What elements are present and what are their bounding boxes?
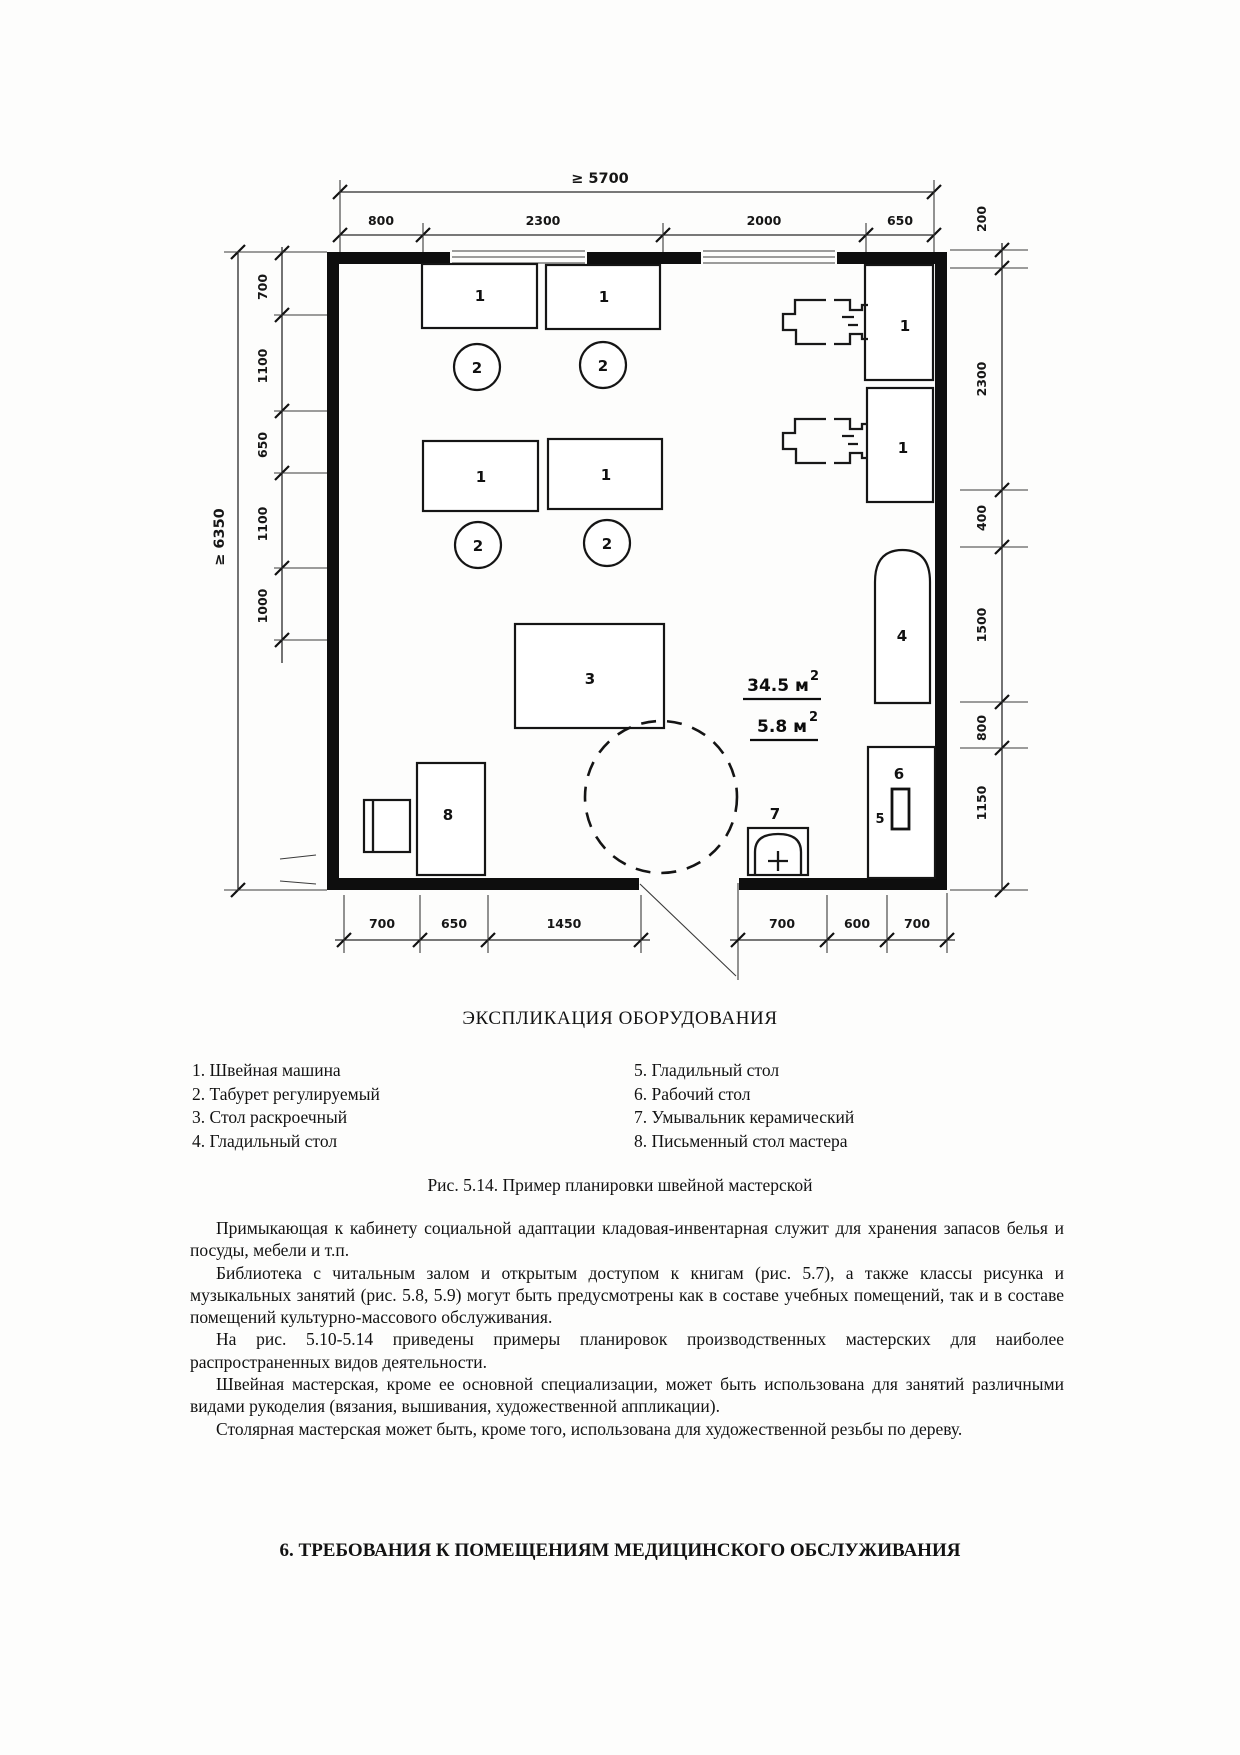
area-main: 34.5 м — [747, 676, 809, 696]
label-5: 5 — [875, 812, 884, 827]
label-1e: 1 — [900, 317, 910, 335]
dim-label-700-br1: 700 — [769, 916, 795, 931]
label-8: 8 — [443, 806, 453, 824]
paragraph: Библиотека с читальным залом и открытым … — [190, 1262, 1064, 1328]
dim-label-200: 200 — [974, 206, 989, 232]
machine-symbol-1 — [781, 298, 868, 346]
area-secondary-sup: 2 — [809, 710, 818, 725]
sewing-table-6 — [865, 386, 935, 504]
door-opening — [639, 869, 739, 896]
door — [639, 883, 739, 980]
area-secondary: 5.8 м — [757, 717, 807, 737]
dim-label-2000: 2000 — [747, 213, 782, 228]
dim-label-700-left: 700 — [255, 274, 270, 300]
dim-label-650-top: 650 — [887, 213, 913, 228]
equipment: 1 1 2 2 1 1 2 2 1 1 — [362, 262, 937, 880]
dim-label-600-br: 600 — [844, 916, 870, 931]
work-table — [866, 745, 937, 880]
dim-label-left-overall: ≥ 6350 — [212, 508, 228, 566]
dim-label-650-left: 650 — [255, 432, 270, 458]
legend-item: 2. Табурет регулируемый — [192, 1083, 380, 1104]
body-text: Примыкающая к кабинету социальной адапта… — [190, 1217, 1064, 1440]
legend-column-left: 1. Швейная машина 2. Табурет регулируемы… — [192, 1059, 634, 1153]
figure-caption: Рис. 5.14. Пример планировки швейной мас… — [427, 1175, 813, 1195]
ironing-table — [873, 548, 932, 705]
dim-label-700-br2: 700 — [904, 916, 930, 931]
label-6: 6 — [894, 765, 904, 783]
dim-label-1100b: 1100 — [255, 506, 270, 541]
paragraph: Швейная мастерская, кроме ее основной сп… — [190, 1374, 1064, 1417]
dimension-right: 200 2300 400 1500 800 1150 — [950, 206, 1028, 898]
dim-label-650-bl: 650 — [441, 916, 467, 931]
floor-plan-figure: ≥ 5700 800 2300 2000 650 ≥ 6350 700 1100… — [180, 135, 1060, 1000]
paragraph: Примыкающая к кабинету социальной адапта… — [190, 1218, 1064, 1261]
label-2d: 2 — [602, 535, 612, 553]
legend-item: 1. Швейная машина — [192, 1060, 341, 1080]
stool-1 — [452, 342, 502, 392]
legend-column-right: 5. Гладильный стол 6. Рабочий стол 7. Ум… — [634, 1059, 1064, 1153]
paragraph: На рис. 5.10-5.14 приведены примеры план… — [190, 1329, 1064, 1372]
sewing-table-4 — [546, 437, 664, 511]
stool-2 — [578, 340, 628, 390]
dim-label-1000: 1000 — [255, 588, 270, 623]
ironing-board — [890, 787, 911, 831]
label-3: 3 — [585, 670, 595, 688]
legend-item: 6. Рабочий стол — [634, 1083, 751, 1104]
stool-4 — [582, 518, 632, 568]
label-7: 7 — [770, 805, 780, 823]
dim-label-2300-right: 2300 — [974, 361, 989, 396]
dim-label-1500: 1500 — [974, 607, 989, 642]
label-1f: 1 — [898, 439, 908, 457]
dimension-left: ≥ 6350 700 1100 650 1100 1000 — [212, 244, 327, 898]
legend-item: 4. Гладильный стол — [192, 1130, 338, 1151]
equipment-legend: 1. Швейная машина 2. Табурет регулируемы… — [192, 1059, 1064, 1153]
dim-label-700-bl: 700 — [369, 916, 395, 931]
legend-item: 7. Умывальник керамический — [634, 1107, 855, 1127]
label-1b: 1 — [599, 288, 609, 306]
paragraph: Столярная мастерская может быть, кроме т… — [216, 1418, 963, 1439]
master-chair — [362, 798, 412, 854]
label-2b: 2 — [598, 357, 608, 375]
master-desk — [415, 761, 487, 877]
machine-symbol-2 — [781, 417, 868, 465]
legend-item: 5. Гладильный стол — [634, 1060, 780, 1080]
stool-3 — [453, 520, 503, 570]
dim-label-800-right: 800 — [974, 715, 989, 741]
label-1a: 1 — [475, 287, 485, 305]
label-2c: 2 — [473, 537, 483, 555]
area-main-sup: 2 — [810, 669, 819, 684]
window-top-right — [701, 246, 837, 269]
washbasin — [746, 826, 810, 877]
legend-item: 8. Письменный стол мастера — [634, 1130, 848, 1151]
dim-label-800: 800 — [368, 213, 394, 228]
dim-label-1450: 1450 — [547, 916, 582, 931]
label-2a: 2 — [472, 359, 482, 377]
dimension-top: ≥ 5700 800 2300 2000 650 — [332, 171, 942, 252]
sewing-table-5 — [863, 263, 935, 382]
work-zone-circle — [583, 719, 739, 875]
label-1c: 1 — [476, 468, 486, 486]
section-heading: 6. ТРЕБОВАНИЯ К ПОМЕЩЕНИЯМ МЕДИЦИНСКОГО … — [279, 1540, 961, 1561]
sewing-table-3 — [421, 439, 540, 513]
area-labels: 34.5 м 2 5.8 м 2 — [743, 669, 821, 742]
sewing-table-1 — [420, 262, 539, 330]
label-1d: 1 — [601, 466, 611, 484]
equipment-legend-title: ЭКСПЛИКАЦИЯ ОБОРУДОВАНИЯ — [462, 1008, 778, 1029]
legend-item: 3. Стол раскроечный — [192, 1107, 348, 1127]
sewing-table-2 — [544, 263, 662, 331]
dim-label-400: 400 — [974, 505, 989, 531]
dimension-bottom: 700 650 1450 700 600 700 — [279, 854, 955, 953]
label-4: 4 — [897, 627, 907, 645]
dim-label-1100a: 1100 — [255, 348, 270, 383]
dim-label-1150: 1150 — [974, 785, 989, 820]
dim-label-2300-top: 2300 — [526, 213, 561, 228]
dim-label-top-overall: ≥ 5700 — [571, 171, 629, 187]
cutting-table — [513, 622, 666, 730]
